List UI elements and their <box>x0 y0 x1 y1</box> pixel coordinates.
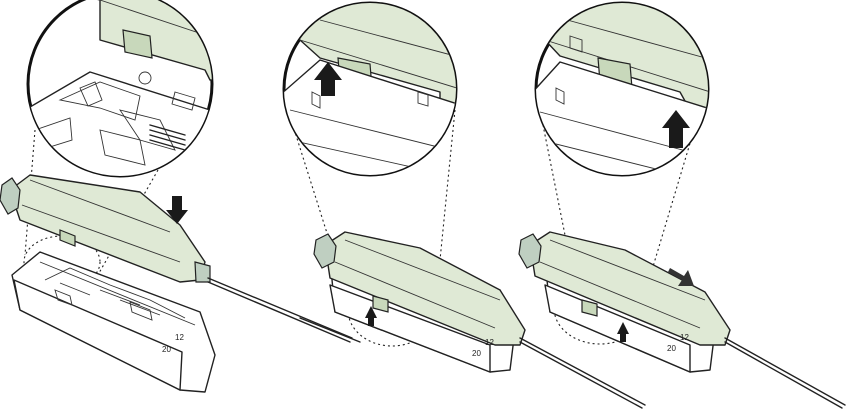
arrow-up-icon <box>662 110 690 148</box>
device-needle <box>519 337 646 409</box>
knob-icon <box>313 233 337 269</box>
device-body: 12 20 <box>313 231 526 373</box>
release-button <box>581 299 598 317</box>
panel-2: 12 20 <box>282 1 646 409</box>
release-button <box>59 229 76 247</box>
scale-label-20: 20 <box>162 345 171 354</box>
knob-icon <box>518 233 542 269</box>
knob-icon <box>0 177 21 215</box>
release-button <box>372 295 389 313</box>
scale-label-12: 12 <box>485 338 494 347</box>
device-needle <box>724 337 846 409</box>
scale-label-20: 20 <box>667 344 676 353</box>
panel-3: 12 20 <box>518 1 846 409</box>
device-handle <box>0 174 211 283</box>
magnifier-2 <box>282 1 458 177</box>
arrow-down-right-icon <box>668 268 694 286</box>
magnifier-1 <box>26 0 214 178</box>
arrow-up-small-icon <box>617 322 629 342</box>
device-body: 12 20 <box>518 231 731 373</box>
scale-label-12: 12 <box>680 333 689 342</box>
arrow-up-icon <box>314 62 342 96</box>
device-needle <box>207 277 361 343</box>
magnifier-3 <box>534 1 710 177</box>
device-base: 12 20 <box>11 251 216 393</box>
release-button-zoom <box>122 29 153 59</box>
scale-label-20: 20 <box>472 349 481 358</box>
panel-1: 12 20 <box>0 0 361 393</box>
arrow-down-icon <box>166 196 188 224</box>
scale-label-12: 12 <box>175 333 184 342</box>
arrow-up-small-icon <box>365 306 377 326</box>
